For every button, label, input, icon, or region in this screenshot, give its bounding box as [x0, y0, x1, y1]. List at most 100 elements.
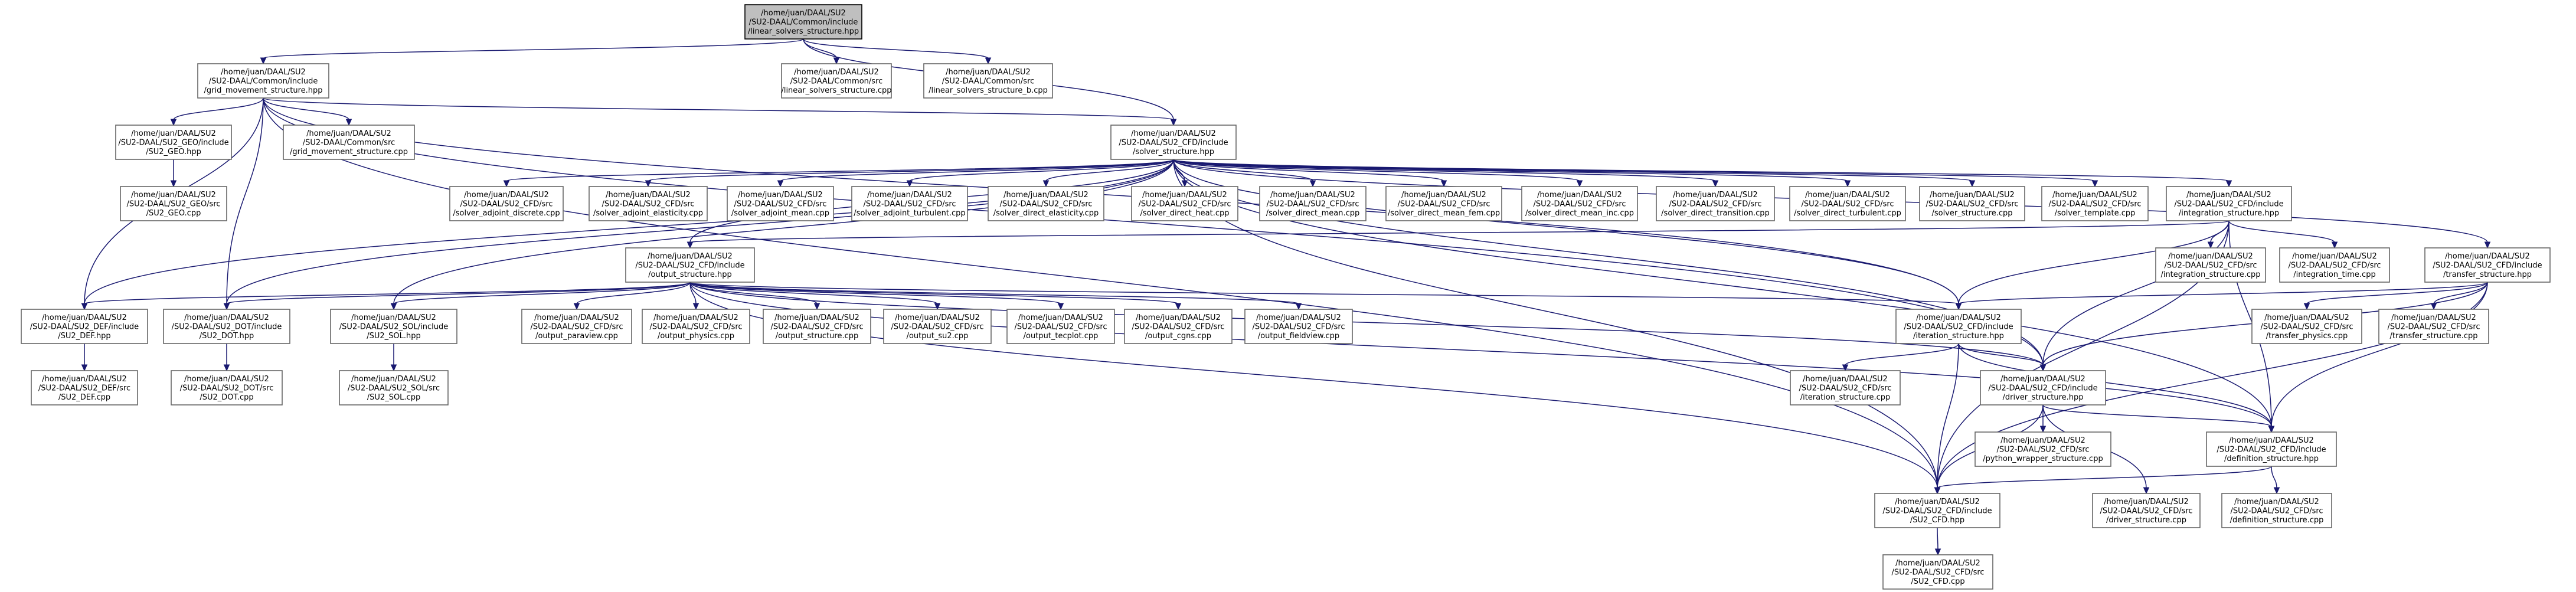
file-node-sol-cpp[interactable]: /home/juan/DAAL/SU2/SU2-DAAL/SU2_SOL/src…	[339, 370, 449, 405]
file-node-transfer-hpp[interactable]: /home/juan/DAAL/SU2/SU2-DAAL/SU2_CFD/inc…	[2424, 247, 2551, 283]
file-node-solver-structure-hpp[interactable]: /home/juan/DAAL/SU2/SU2-DAAL/SU2_CFD/inc…	[1110, 125, 1237, 160]
file-node-output-structure-cpp[interactable]: /home/juan/DAAL/SU2/SU2-DAAL/SU2_CFD/src…	[763, 309, 871, 344]
file-node-integration-hpp[interactable]: /home/juan/DAAL/SU2/SU2-DAAL/SU2_CFD/inc…	[2166, 186, 2292, 221]
file-node-grid-movement-cpp[interactable]: /home/juan/DAAL/SU2/SU2-DAAL/Common/src/…	[283, 125, 415, 160]
edge-line	[689, 282, 2044, 366]
file-node-driver-cpp[interactable]: /home/juan/DAAL/SU2/SU2-DAAL/SU2_CFD/src…	[2092, 493, 2201, 528]
dependency-edge	[2268, 282, 2488, 433]
file-node-definition-hpp[interactable]: /home/juan/DAAL/SU2/SU2-DAAL/SU2_CFD/inc…	[2206, 431, 2337, 467]
file-node-solver-adjoint-discrete[interactable]: /home/juan/DAAL/SU2/SU2-DAAL/SU2_CFD/src…	[449, 186, 564, 221]
arrowhead-icon	[906, 180, 913, 188]
node-box	[763, 309, 871, 344]
file-node-driver-hpp[interactable]: /home/juan/DAAL/SU2/SU2-DAAL/SU2_CFD/inc…	[1980, 370, 2106, 405]
node-box	[1980, 370, 2106, 405]
file-node-solver-direct-elasticity[interactable]: /home/juan/DAAL/SU2/SU2-DAAL/SU2_CFD/src…	[988, 186, 1104, 221]
node-label-line: /python_wrapper_structure.cpp	[1983, 454, 2103, 463]
file-node-cfd-hpp[interactable]: /home/juan/DAAL/SU2/SU2-DAAL/SU2_CFD/inc…	[1874, 493, 2000, 528]
file-node-sol-hpp[interactable]: /home/juan/DAAL/SU2/SU2-DAAL/SU2_SOL/inc…	[330, 309, 457, 344]
node-label-line: /SU2-DAAL/SU2_DOT/src	[180, 384, 274, 393]
node-box	[1919, 186, 2025, 221]
node-label-line: /home/juan/DAAL/SU2	[1895, 498, 1980, 506]
node-label-line: /iteration_structure.cpp	[1800, 393, 1891, 402]
file-node-output-fieldview[interactable]: /home/juan/DAAL/SU2/SU2-DAAL/SU2_CFD/src…	[1244, 309, 1353, 344]
node-label-line: /SU2_SOL.hpp	[367, 332, 421, 341]
file-node-solver-adjoint-mean[interactable]: /home/juan/DAAL/SU2/SU2-DAAL/SU2_CFD/src…	[727, 186, 834, 221]
node-box	[283, 125, 415, 160]
file-node-transfer-structure-cpp[interactable]: /home/juan/DAAL/SU2/SU2-DAAL/SU2_CFD/src…	[2378, 309, 2489, 344]
dependency-edge	[906, 159, 1174, 188]
node-label-line: /SU2-DAAL/SU2_CFD/src	[2288, 261, 2381, 270]
dependency-edge	[263, 97, 352, 126]
node-label-line: /SU2_DOT.hpp	[200, 332, 254, 341]
arrowhead-icon	[1712, 180, 1719, 188]
file-node-cfd-cpp[interactable]: /home/juan/DAAL/SU2/SU2-DAAL/SU2_CFD/src…	[1882, 554, 1993, 590]
file-node-grid-movement-hpp[interactable]: /home/juan/DAAL/SU2/SU2-DAAL/Common/incl…	[197, 63, 329, 99]
file-node-solver-direct-mean-inc[interactable]: /home/juan/DAAL/SU2/SU2-DAAL/SU2_CFD/src…	[1521, 186, 1638, 221]
file-node-solver-direct-transition[interactable]: /home/juan/DAAL/SU2/SU2-DAAL/SU2_CFD/src…	[1656, 186, 1775, 221]
file-node-output-su2[interactable]: /home/juan/DAAL/SU2/SU2-DAAL/SU2_CFD/src…	[883, 309, 992, 344]
node-label-line: /integration_structure.hpp	[2179, 209, 2279, 218]
file-node-dot-cpp[interactable]: /home/juan/DAAL/SU2/SU2-DAAL/SU2_DOT/src…	[171, 370, 283, 405]
node-box	[625, 247, 755, 283]
file-node-definition-cpp[interactable]: /home/juan/DAAL/SU2/SU2-DAAL/SU2_CFD/src…	[2221, 493, 2332, 528]
file-node-integration-cpp[interactable]: /home/juan/DAAL/SU2/SU2-DAAL/SU2_CFD/src…	[2155, 247, 2266, 283]
file-node-solver-adjoint-elasticity[interactable]: /home/juan/DAAL/SU2/SU2-DAAL/SU2_CFD/src…	[589, 186, 708, 221]
node-box	[2251, 309, 2362, 344]
node-label-line: /SU2-DAAL/SU2_CFD/src	[1669, 200, 1761, 209]
file-node-output-cgns[interactable]: /home/juan/DAAL/SU2/SU2-DAAL/SU2_CFD/src…	[1124, 309, 1233, 344]
dependency-edge	[689, 282, 1182, 310]
file-node-solver-direct-mean-fem[interactable]: /home/juan/DAAL/SU2/SU2-DAAL/SU2_CFD/src…	[1385, 186, 1502, 221]
node-box	[727, 186, 834, 221]
file-node-iteration-cpp[interactable]: /home/juan/DAAL/SU2/SU2-DAAL/SU2_CFD/src…	[1790, 370, 1901, 405]
file-node-geo-hpp[interactable]: /home/juan/DAAL/SU2/SU2-DAAL/SU2_GEO/inc…	[115, 125, 232, 160]
node-label-line: /home/juan/DAAL/SU2	[1018, 313, 1103, 322]
node-label-line: /home/juan/DAAL/SU2	[2264, 313, 2349, 322]
node-label-line: /SU2-DAAL/SU2_CFD/src	[770, 323, 863, 332]
file-node-solver-direct-heat[interactable]: /home/juan/DAAL/SU2/SU2-DAAL/SU2_CFD/src…	[1131, 186, 1238, 221]
node-label-line: /output_tecplot.cpp	[1024, 332, 1099, 341]
node-label-line: /SU2-DAAL/Common/include	[209, 77, 318, 86]
file-node-integration-time-cpp[interactable]: /home/juan/DAAL/SU2/SU2-DAAL/SU2_CFD/src…	[2279, 247, 2390, 283]
file-node-linear-solvers-cpp[interactable]: /home/juan/DAAL/SU2/SU2-DAAL/Common/src/…	[781, 63, 892, 99]
node-label-line: /SU2-DAAL/SU2_CFD/include	[635, 261, 744, 270]
arrowhead-icon	[260, 57, 267, 65]
file-node-output-hpp[interactable]: /home/juan/DAAL/SU2/SU2-DAAL/SU2_CFD/inc…	[625, 247, 755, 283]
file-node-iteration-hpp[interactable]: /home/juan/DAAL/SU2/SU2-DAAL/SU2_CFD/inc…	[1895, 309, 2022, 344]
file-node-solver-template-cpp[interactable]: /home/juan/DAAL/SU2/SU2-DAAL/SU2_CFD/src…	[2041, 186, 2149, 221]
node-label-line: /driver_structure.hpp	[2003, 393, 2084, 402]
dependency-edge	[2271, 466, 2280, 495]
file-node-linear-solvers-b-cpp[interactable]: /home/juan/DAAL/SU2/SU2-DAAL/Common/src/…	[923, 63, 1053, 99]
file-node-def-hpp[interactable]: /home/juan/DAAL/SU2/SU2-DAAL/SU2_DEF/inc…	[21, 309, 148, 344]
edge-line	[1937, 527, 1938, 550]
node-box	[1895, 309, 2022, 344]
file-node-output-physics[interactable]: /home/juan/DAAL/SU2/SU2-DAAL/SU2_CFD/src…	[642, 309, 750, 344]
node-label-line: /solver_adjoint_mean.cpp	[731, 209, 829, 218]
arrowhead-icon	[1844, 180, 1851, 188]
node-label-line: /home/juan/DAAL/SU2	[867, 191, 952, 199]
node-box	[21, 309, 148, 344]
arrowhead-icon	[170, 119, 177, 126]
node-label-line: /home/juan/DAAL/SU2	[761, 9, 846, 18]
file-node-def-cpp[interactable]: /home/juan/DAAL/SU2/SU2-DAAL/SU2_DEF/src…	[31, 370, 138, 405]
file-node-geo-cpp[interactable]: /home/juan/DAAL/SU2/SU2-DAAL/SU2_GEO/src…	[120, 186, 227, 221]
file-node-solver-direct-mean[interactable]: /home/juan/DAAL/SU2/SU2-DAAL/SU2_CFD/src…	[1259, 186, 1367, 221]
node-box	[2155, 247, 2266, 283]
file-node-dot-hpp[interactable]: /home/juan/DAAL/SU2/SU2-DAAL/SU2_DOT/inc…	[163, 309, 290, 344]
dependency-edge	[573, 282, 691, 310]
file-node-solver-adjoint-turbulent[interactable]: /home/juan/DAAL/SU2/SU2-DAAL/SU2_CFD/src…	[851, 186, 968, 221]
node-label-line: /home/juan/DAAL/SU2	[1270, 191, 1355, 199]
file-node-solver-structure-cpp[interactable]: /home/juan/DAAL/SU2/SU2-DAAL/SU2_CFD/src…	[1919, 186, 2025, 221]
arrowhead-icon	[390, 364, 397, 372]
file-node-output-paraview[interactable]: /home/juan/DAAL/SU2/SU2-DAAL/SU2_CFD/src…	[521, 309, 632, 344]
file-node-output-tecplot[interactable]: /home/juan/DAAL/SU2/SU2-DAAL/SU2_CFD/src…	[1006, 309, 1115, 344]
node-label-line: /SU2-DAAL/SU2_CFD/src	[1799, 384, 1891, 393]
node-label-line: /SU2-DAAL/SU2_DEF/include	[30, 323, 139, 332]
node-label-line: /SU2-DAAL/Common/src	[790, 77, 883, 86]
file-node-python-wrapper-cpp[interactable]: /home/juan/DAAL/SU2/SU2-DAAL/SU2_CFD/src…	[1975, 431, 2111, 467]
node-label-line: /home/juan/DAAL/SU2	[464, 191, 549, 199]
node-label-line: /home/juan/DAAL/SU2	[648, 252, 733, 261]
file-node-solver-direct-turbulent[interactable]: /home/juan/DAAL/SU2/SU2-DAAL/SU2_CFD/src…	[1789, 186, 1906, 221]
file-node-transfer-physics-cpp[interactable]: /home/juan/DAAL/SU2/SU2-DAAL/SU2_CFD/src…	[2251, 309, 2362, 344]
edge-line	[2271, 282, 2488, 427]
node-label-line: /iteration_structure.hpp	[1913, 332, 2004, 341]
